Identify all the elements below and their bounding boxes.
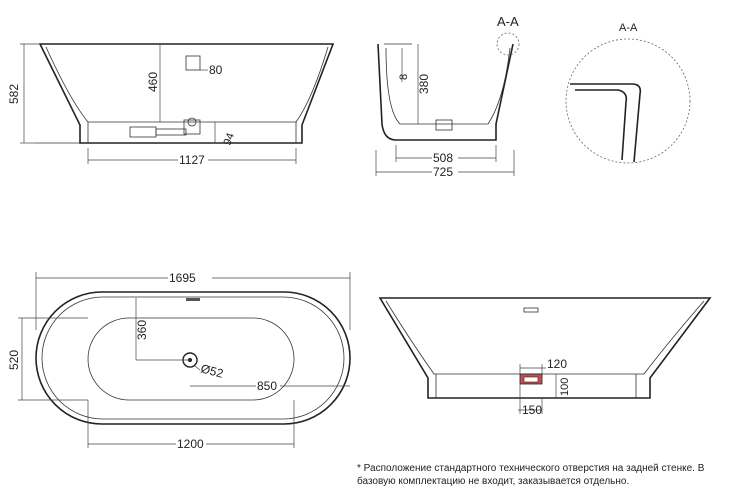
dim-height-inner: 460 xyxy=(146,72,160,92)
dim-top-width: 520 xyxy=(7,350,21,370)
back-view: 120 100 150 xyxy=(378,297,712,417)
detail-label: A-A xyxy=(619,22,638,34)
back-overflow-slot xyxy=(523,307,539,313)
overflow-marker xyxy=(185,55,201,71)
dim-hole-width: 120 xyxy=(547,357,567,371)
section-label: A-A xyxy=(497,14,519,29)
dim-wall-gap: 8 xyxy=(398,74,410,80)
drain-fitting xyxy=(129,117,201,138)
overflow-slot xyxy=(186,298,200,301)
dim-drain-offset: 360 xyxy=(135,320,149,340)
dim-base-length: 1127 xyxy=(179,153,205,167)
front-view: 80 582 460 94 1127 xyxy=(7,43,335,167)
dim-height-total: 582 xyxy=(7,84,21,104)
footnote: * Расположение стандартного технического… xyxy=(357,462,735,488)
dim-base-width: 508 xyxy=(433,151,453,165)
footnote-line-2: базовую комплектацию не входит, заказыва… xyxy=(357,476,630,487)
dim-inner-length: 1200 xyxy=(177,437,204,451)
side-section: 8 380 508 725 A-A xyxy=(375,14,520,179)
dim-hole-offset: 150 xyxy=(522,403,542,417)
dim-drain-to-end: 850 xyxy=(257,379,277,393)
dim-hole-height: 100 xyxy=(559,378,571,396)
top-view: 1695 520 360 Ø52 850 1200 xyxy=(7,271,351,451)
footnote-line-1: * Расположение стандартного технического… xyxy=(357,463,705,474)
dim-drain-depth: 94 xyxy=(222,131,237,147)
dim-depth: 380 xyxy=(417,74,431,94)
dim-total-width: 725 xyxy=(433,165,453,179)
dim-top-length: 1695 xyxy=(169,271,196,285)
section-marker-circle xyxy=(496,32,520,56)
dim-overflow: 80 xyxy=(209,63,223,77)
dim-drain-diameter: Ø52 xyxy=(199,361,225,380)
detail-view: A-A xyxy=(565,22,691,164)
